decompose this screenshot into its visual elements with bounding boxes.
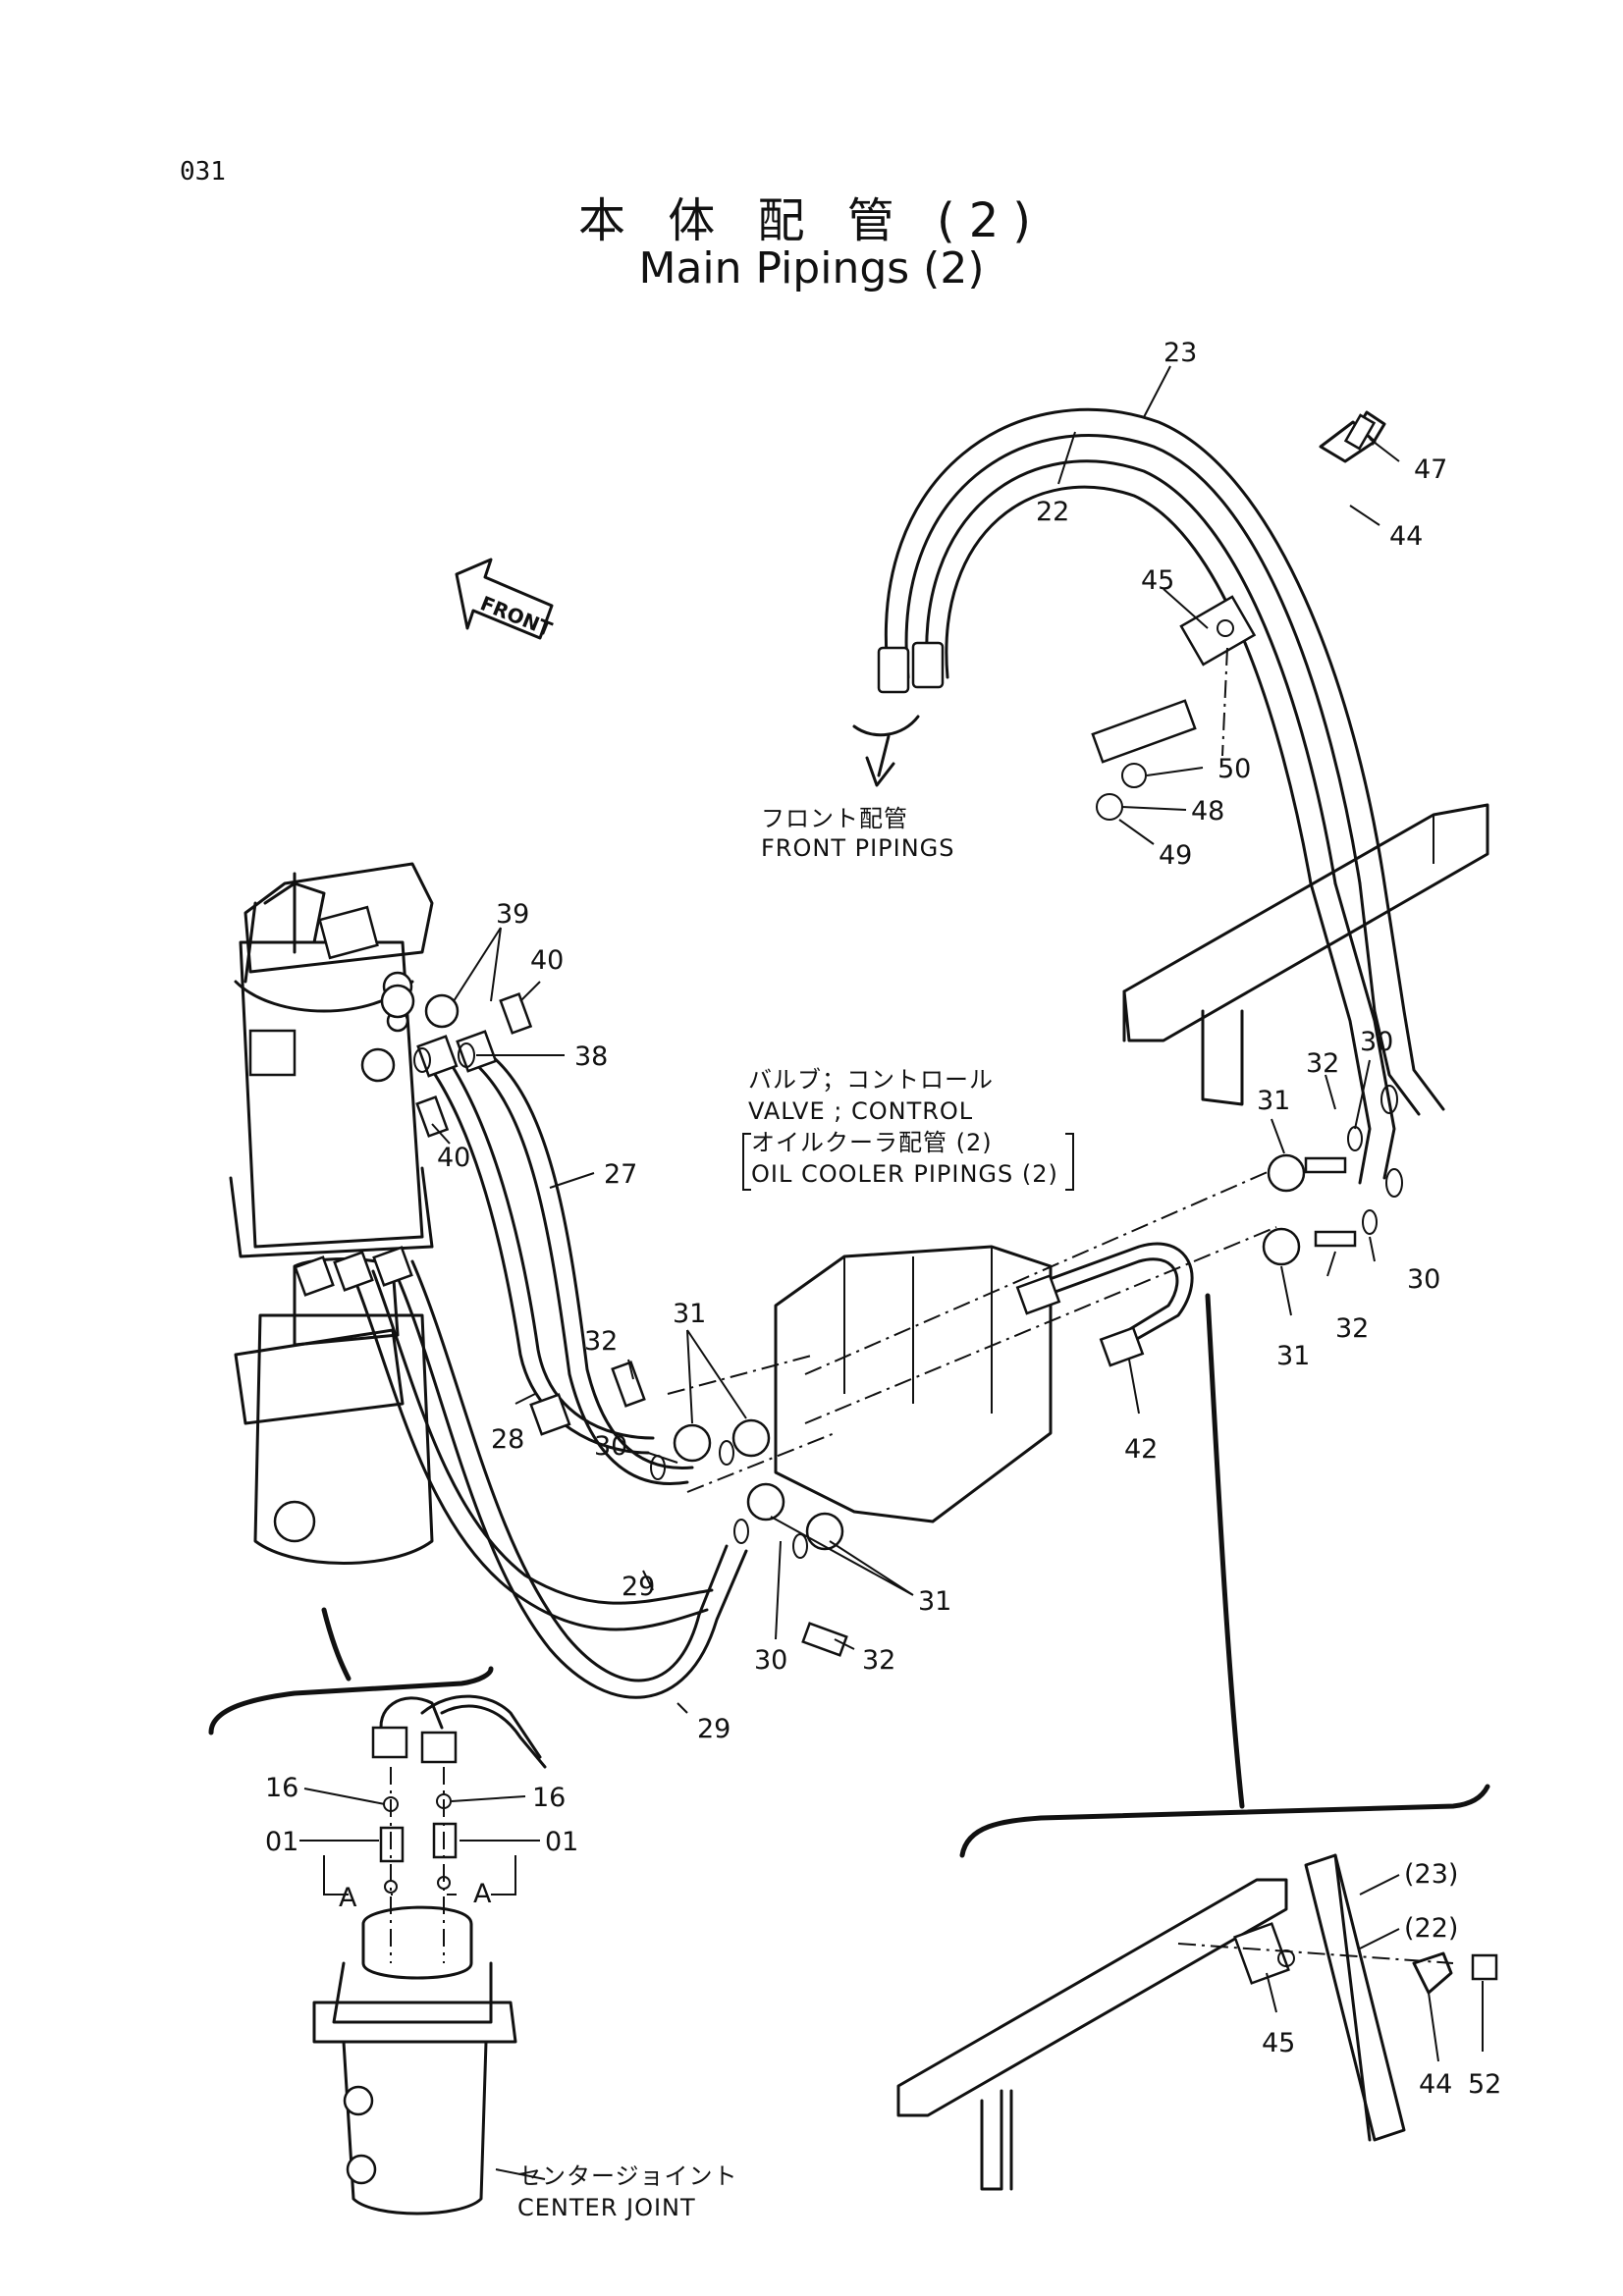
front-arrow-label: FRONT xyxy=(477,591,556,641)
pump-fittings xyxy=(380,984,533,1138)
front-pipings-arrow-icon xyxy=(852,715,920,787)
callout-42: 42 xyxy=(1124,1434,1158,1465)
callout-16a: 16 xyxy=(265,1773,298,1803)
callout-31a: 31 xyxy=(1257,1086,1290,1116)
callout-32a: 32 xyxy=(1306,1048,1339,1079)
callout-44b: 44 xyxy=(1419,2069,1452,2100)
note-valve-jp: バルブ；コントロール xyxy=(748,1066,994,1094)
callout-45: 45 xyxy=(1141,565,1174,596)
flanges-right xyxy=(1262,1085,1403,1266)
callout-31b: 31 xyxy=(1276,1341,1310,1371)
note-bracket-right xyxy=(1065,1133,1074,1191)
callout-01a: 01 xyxy=(265,1827,298,1857)
callout-40b: 40 xyxy=(437,1143,470,1173)
callout-30c: 30 xyxy=(594,1431,627,1462)
pipe-22-23 xyxy=(877,407,1445,1185)
callout-45b: 45 xyxy=(1262,2028,1295,2058)
front-arrow-icon: FRONT xyxy=(455,558,556,641)
callout-32d: 32 xyxy=(862,1645,895,1676)
note-center-joint-jp: センタージョイント xyxy=(517,2163,738,2190)
control-valve xyxy=(774,1167,1277,1523)
callouts: 23 22 47 44 45 50 48 49 39 40 38 40 27 3… xyxy=(265,338,1501,2100)
note-front-pipings-en: FRONT PIPINGS xyxy=(761,834,955,862)
callout-30d: 30 xyxy=(754,1645,787,1676)
callout-16b: 16 xyxy=(532,1783,566,1813)
leader-lines xyxy=(299,365,1484,2180)
callout-32c: 32 xyxy=(584,1326,618,1357)
center-joint-upper xyxy=(234,1257,434,1565)
detail-bracket-right xyxy=(959,1784,1490,1858)
page-number: 031 xyxy=(180,157,226,187)
callout-31c: 31 xyxy=(673,1299,706,1329)
callout-22: 22 xyxy=(1036,497,1069,527)
callout-38: 38 xyxy=(574,1041,608,1072)
callout-48: 48 xyxy=(1191,796,1224,827)
clamp-parts xyxy=(1091,410,1386,821)
callout-23: 23 xyxy=(1163,338,1197,368)
callout-49: 49 xyxy=(1159,840,1192,871)
title-japanese: 本 体 配 管 (2) xyxy=(577,193,1046,248)
detail-leader-right xyxy=(1205,1293,1245,1809)
callout-29a: 29 xyxy=(622,1572,655,1602)
callout-27: 27 xyxy=(604,1159,637,1190)
note-bracket-left xyxy=(742,1133,751,1191)
note-oil-cooler-jp: オイルクーラ配管 (2) xyxy=(751,1129,993,1156)
pipes-29 xyxy=(294,1246,748,1699)
pipes-27-28 xyxy=(416,1030,694,1485)
note-oil-cooler-en: OIL COOLER PIPINGS (2) xyxy=(751,1160,1058,1188)
callout-50: 50 xyxy=(1217,754,1251,784)
callout-31d: 31 xyxy=(918,1586,951,1617)
callout-30a: 30 xyxy=(1360,1027,1393,1057)
detail-bracket-left xyxy=(208,1666,494,1735)
flanges-left xyxy=(611,1354,848,1657)
pump-assembly xyxy=(229,862,434,1258)
frame-member xyxy=(1122,803,1489,1106)
pipe-42 xyxy=(1015,1242,1194,1367)
frame-detail xyxy=(896,1853,1498,2191)
note-valve-en: VALVE ; CONTROL xyxy=(748,1097,973,1125)
callout-A-right: A xyxy=(473,1879,492,1909)
callout-52: 52 xyxy=(1468,2069,1501,2100)
callout-A-left: A xyxy=(339,1883,357,1913)
notes: フロント配管 FRONT PIPINGS バルブ；コントロール VALVE ; … xyxy=(517,805,1074,2221)
callout-44: 44 xyxy=(1389,521,1423,552)
callout-28: 28 xyxy=(491,1424,524,1455)
callout-47: 47 xyxy=(1414,454,1447,485)
callout-23-ref: (23) xyxy=(1404,1859,1458,1890)
note-front-pipings-jp: フロント配管 xyxy=(761,805,908,832)
callout-32b: 32 xyxy=(1335,1313,1369,1344)
callout-29b: 29 xyxy=(697,1714,730,1744)
detail-leader-left xyxy=(321,1607,352,1682)
center-joint-detail xyxy=(312,1694,547,2216)
callout-40a: 40 xyxy=(530,945,564,976)
title-english: Main Pipings (2) xyxy=(638,243,985,294)
callout-22-ref: (22) xyxy=(1404,1913,1458,1944)
callout-01b: 01 xyxy=(545,1827,578,1857)
note-center-joint-en: CENTER JOINT xyxy=(517,2194,696,2221)
callout-30b: 30 xyxy=(1407,1264,1440,1295)
callout-39: 39 xyxy=(496,899,529,930)
